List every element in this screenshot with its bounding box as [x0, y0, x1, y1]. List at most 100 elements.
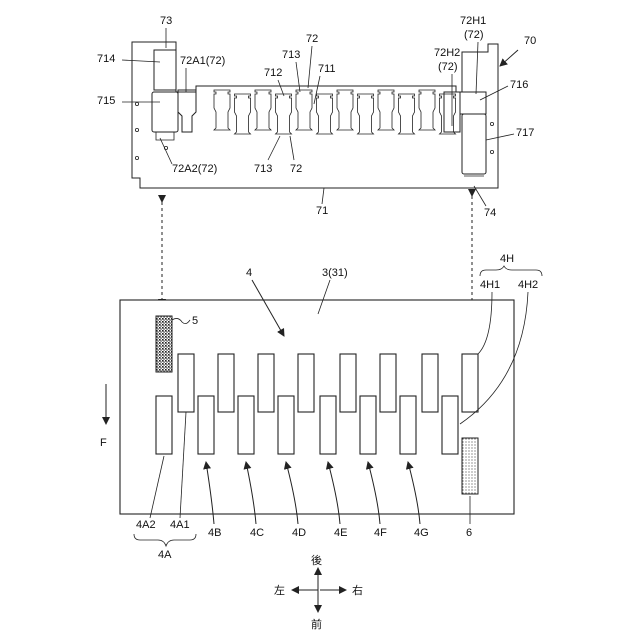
- label-4H2: 4H2: [518, 279, 538, 291]
- label-73: 73: [160, 15, 172, 27]
- label-70: 70: [524, 35, 536, 47]
- slot: [278, 396, 294, 454]
- pad-array: [214, 90, 456, 134]
- arrow-70: [500, 50, 518, 66]
- pad-72: [235, 94, 251, 134]
- slot: [156, 396, 172, 454]
- label-714: 714: [97, 53, 115, 65]
- leader: [308, 46, 312, 88]
- label-4A: 4A: [158, 549, 172, 561]
- label-front: 前: [311, 617, 322, 631]
- marker-5: [156, 316, 172, 372]
- hole: [135, 128, 138, 131]
- slot: [380, 354, 396, 412]
- label-6: 6: [466, 527, 472, 539]
- hole: [490, 122, 493, 125]
- label-711: 711: [318, 63, 336, 75]
- leader: [290, 136, 294, 160]
- label-72-bottom: 72: [290, 163, 302, 175]
- element-717: [462, 114, 486, 174]
- hole: [490, 150, 493, 153]
- slot: [340, 354, 356, 412]
- leader: [322, 188, 324, 204]
- label-716: 716: [510, 79, 528, 91]
- leader: [480, 86, 508, 100]
- label-72H2-sub: (72): [438, 61, 458, 73]
- pad-72: [317, 94, 333, 134]
- pad-72: [419, 90, 435, 130]
- leader: [476, 42, 478, 94]
- label-4C: 4C: [250, 527, 264, 539]
- label-back: 後: [311, 553, 322, 567]
- slot: [320, 396, 336, 454]
- label-72-top: 72: [306, 33, 318, 45]
- label-72H1: 72H1: [460, 15, 486, 27]
- pad-72: [214, 90, 230, 130]
- pad-72: [399, 94, 415, 134]
- label-4F: 4F: [374, 527, 387, 539]
- label-713-bottom: 713: [254, 163, 272, 175]
- slot: [442, 396, 458, 454]
- slot-labels: 4B 4C 4D 4E 4F 4G: [208, 527, 429, 539]
- slot: [360, 396, 376, 454]
- label-713-top: 713: [282, 49, 300, 61]
- pad-72: [337, 90, 353, 130]
- label-717: 717: [516, 127, 534, 139]
- label-4G: 4G: [414, 527, 429, 539]
- direction-compass: 後 前 左 右: [274, 553, 363, 631]
- label-4: 4: [246, 267, 252, 279]
- label-4H: 4H: [500, 253, 514, 265]
- leader: [474, 186, 486, 206]
- slot: [462, 354, 478, 412]
- brace-4A: [134, 534, 196, 546]
- slot: [218, 354, 234, 412]
- label-4H1: 4H1: [480, 279, 500, 291]
- leader: [268, 136, 280, 160]
- leader: [160, 138, 172, 164]
- pad-72: [255, 90, 271, 130]
- label-3-31: 3(31): [322, 267, 348, 279]
- label-5: 5: [192, 315, 198, 327]
- pad-72A1: [178, 90, 196, 132]
- label-4A1: 4A1: [170, 519, 190, 531]
- pad-72A2: [156, 132, 174, 140]
- label-71: 71: [316, 205, 328, 217]
- slot: [422, 354, 438, 412]
- pad-72: [378, 90, 394, 130]
- marker-6: [462, 438, 478, 494]
- slot: [298, 354, 314, 412]
- label-715: 715: [97, 95, 115, 107]
- label-right: 右: [352, 583, 363, 597]
- label-F: F: [100, 437, 107, 449]
- slot: [178, 354, 194, 412]
- slot: [198, 396, 214, 454]
- label-72A2: 72A2(72): [172, 163, 217, 175]
- label-4E: 4E: [334, 527, 347, 539]
- leader: [314, 76, 320, 104]
- label-72H2: 72H2: [434, 47, 460, 59]
- leader: [296, 62, 300, 92]
- element-715: [152, 92, 178, 132]
- label-72A1: 72A1(72): [180, 55, 225, 67]
- leader: [486, 134, 514, 140]
- pad-72: [276, 94, 292, 134]
- element-714: [154, 50, 176, 90]
- slot: [400, 396, 416, 454]
- label-left: 左: [274, 584, 285, 597]
- label-4B: 4B: [208, 527, 221, 539]
- slot: [238, 396, 254, 454]
- pad-72: [358, 94, 374, 134]
- label-72H1-sub: (72): [464, 29, 484, 41]
- label-4A2: 4A2: [136, 519, 156, 531]
- slot: [258, 354, 274, 412]
- label-4D: 4D: [292, 527, 306, 539]
- label-712: 712: [264, 67, 282, 79]
- label-74: 74: [484, 207, 496, 219]
- hole: [135, 156, 138, 159]
- element-716: [460, 92, 486, 114]
- hole: [135, 102, 138, 105]
- brace-4H: [480, 266, 542, 276]
- pad-72: [296, 90, 312, 130]
